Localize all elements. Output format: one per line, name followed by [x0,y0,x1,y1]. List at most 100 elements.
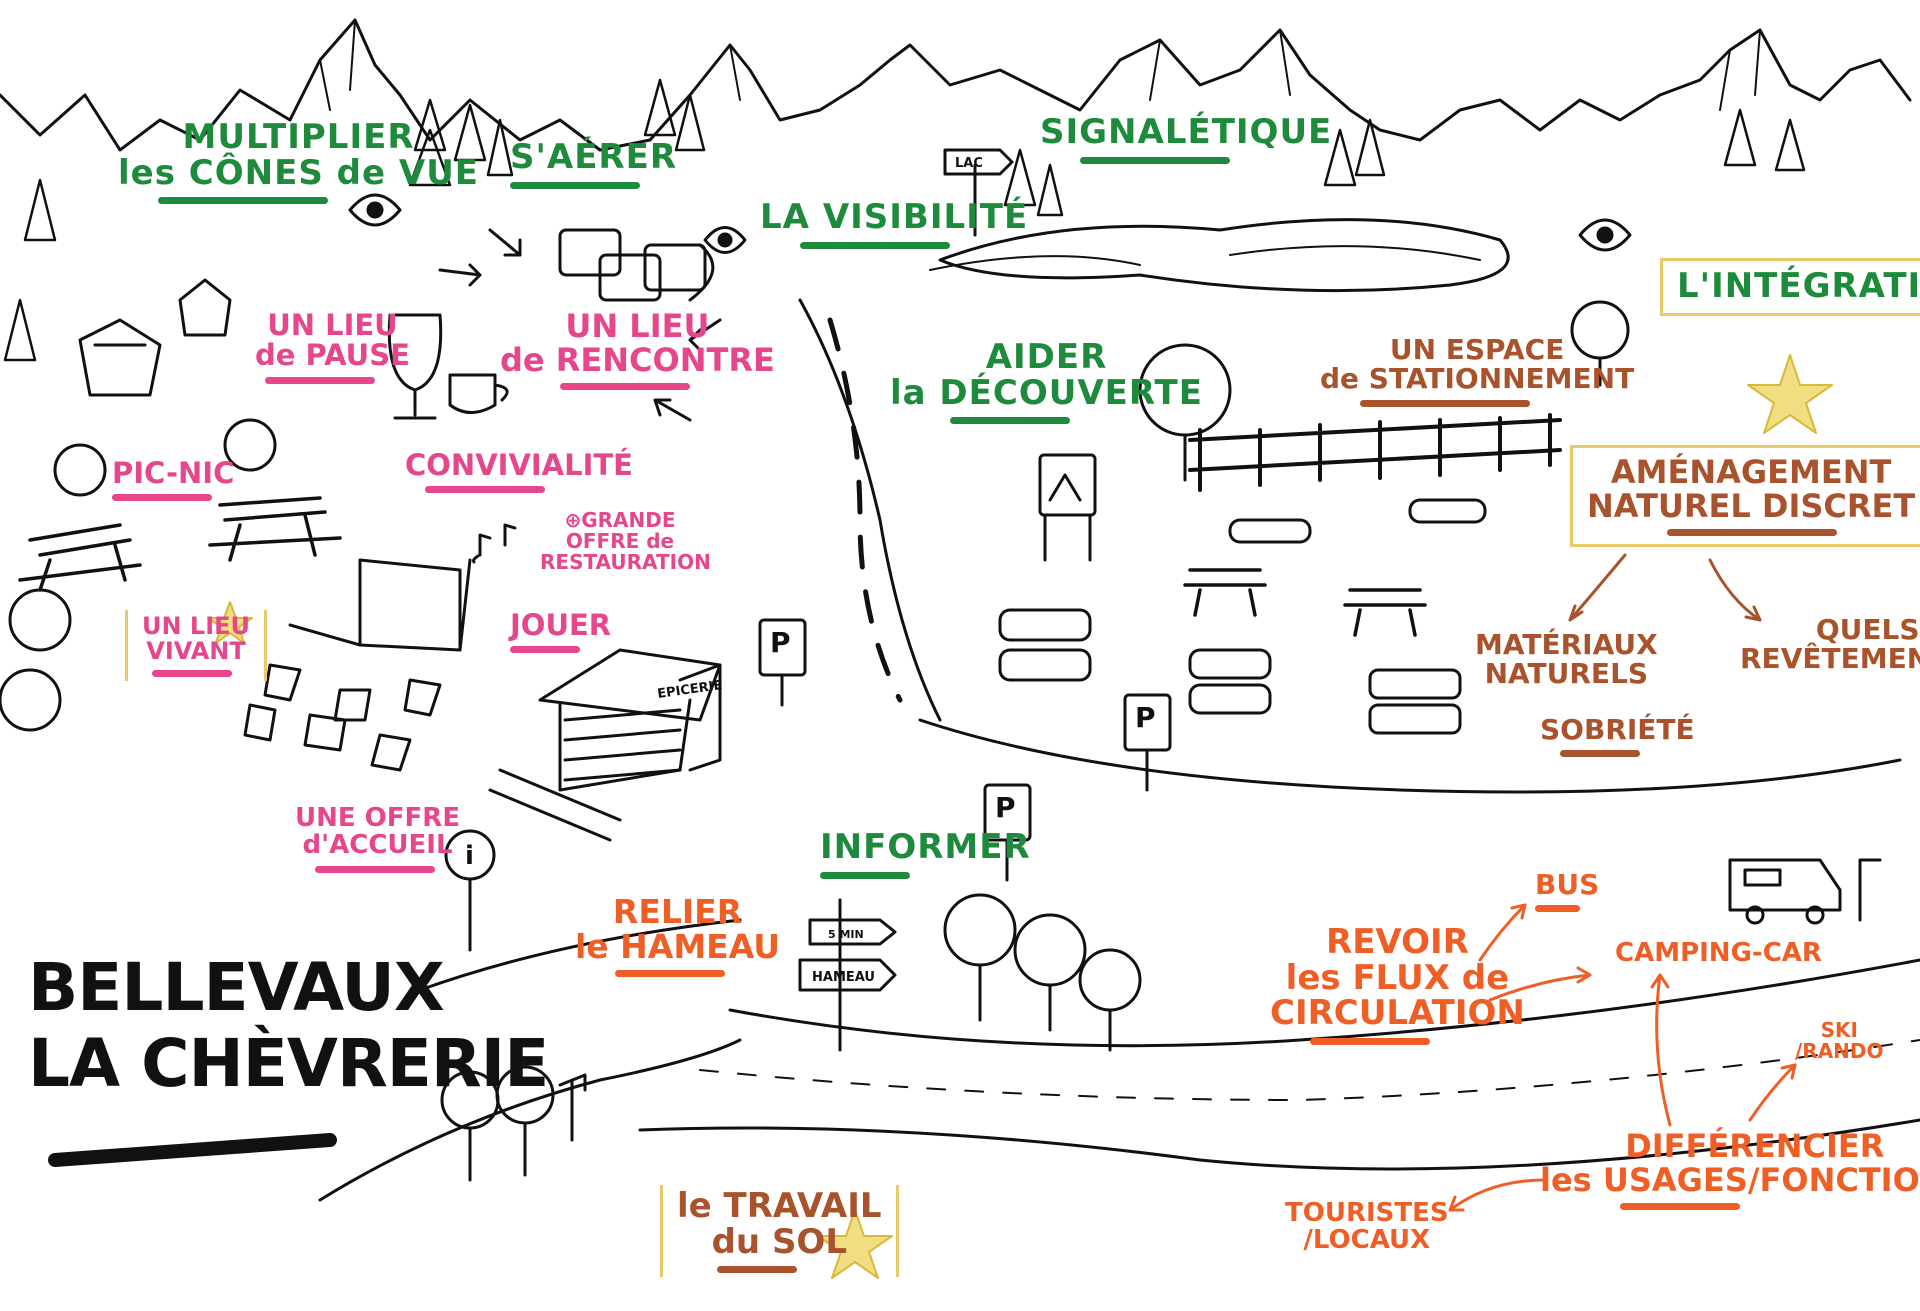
label-multiplier: MULTIPLIER [182,117,415,157]
info-sign [444,829,496,952]
label-differencier: DIFFÉRENCIER les USAGES/FONCTIONS [1540,1127,1920,1211]
title-underline [48,1133,337,1167]
label-ski-2: /RANDO [1795,1039,1884,1063]
star-icon [1747,354,1833,434]
label-bus: BUS [1535,868,1600,913]
label-materiaux: MATÉRIAUX NATURELS [1475,630,1658,689]
left-path [318,918,742,1202]
trail-post [558,1073,587,1142]
label-lieu-pause-1: UN LIEU [267,308,398,342]
label-revoir-2: les FLUX de [1285,957,1510,998]
label-jouer-text: JOUER [510,608,612,642]
pine-trees [3,78,1806,362]
label-grande-offre-text: ⊕GRANDE OFFRE de RESTAURATION [540,508,711,574]
orange-arrows [1448,903,1797,1212]
label-lieu-pause-2: de PAUSE [255,338,410,373]
label-ski-1: SKI [1820,1018,1858,1042]
label-stationnement: de STATIONNEMENT [1320,362,1635,396]
label-sobriete: SOBRIÉTÉ [1540,713,1695,758]
label-revetements-1: QUELS [1815,613,1920,646]
label-convivialite: CONVIVIALITÉ [405,448,633,494]
label-multiplier-cones: MULTIPLIER les CÔNES de VUE [118,117,480,205]
label-touristes-1: TOURISTES [1285,1198,1449,1228]
wooden-fence [1188,413,1562,492]
label-hameau: le HAMEAU [575,926,781,966]
label-informer: INFORMER [820,827,1031,879]
title-line-1: BELLEVAUX [28,949,445,1026]
label-bus-text: BUS [1535,868,1600,901]
label-visibilite-text: LA VISIBILITÉ [760,197,1029,237]
label-aider: AIDER [985,337,1108,377]
label-grande-offre: ⊕GRANDE OFFRE de RESTAURATION [540,508,711,574]
label-cones-vue: les CÔNES de VUE [118,152,480,193]
label-materiaux-1: MATÉRIAUX [1475,628,1658,661]
mountain-detail [319,19,1761,111]
label-lieu-rencontre-1: UN LIEU [565,307,710,345]
label-amenagement-1: AMÉNAGEMENT [1610,453,1892,491]
star-icon [207,601,253,644]
label-informer-text: INFORMER [820,827,1031,867]
discovery-info-panel [1038,453,1097,562]
label-integration-text: L'INTÉGRATION [1677,266,1920,306]
label-saerer: S'AÉRER [510,139,677,189]
mountain-ridge [0,18,1912,152]
label-lieu-pause: UN LIEU de PAUSE [255,310,410,384]
label-picnic: PIC-NIC [112,456,235,502]
label-touristes-2: /LOCAUX [1303,1225,1431,1256]
label-offre-accueil-1: UNE OFFRE [295,803,461,833]
picnic-tables [18,496,1427,637]
label-convivialite-text: CONVIVIALITÉ [405,448,633,482]
label-lieu-vivant-1: UN LIEU [142,612,251,640]
eye-icons [348,193,1632,254]
lake-shore [929,245,1481,271]
label-travail-1: le TRAVAIL [677,1186,882,1226]
label-visibilite: LA VISIBILITÉ [760,197,1029,249]
label-lieu-vivant-2: VIVANT [146,637,246,666]
label-amenagement-2: NATUREL DISCRET [1587,486,1916,525]
label-lieu-vivant: UN LIEU VIVANT [125,610,268,682]
star-icon [817,1209,893,1279]
deck-chairs [243,663,442,772]
label-revetements-2: REVÊTEMENTS ? [1740,642,1920,676]
label-revetements: QUELS REVÊTEMENTS ? [1740,615,1920,674]
chalet-building [78,278,232,397]
label-touristes-locaux: TOURISTES /LOCAUX [1285,1198,1449,1256]
meeting-arrows [438,228,722,422]
label-camping-car-text: CAMPING-CAR [1615,938,1822,968]
label-signaletique-text: SIGNALÉTIQUE [1040,112,1333,152]
wine-glass-and-coffee-cup [387,313,509,420]
label-jouer: JOUER [510,608,612,654]
label-lieu-rencontre-2: de RENCONTRE [500,340,775,379]
label-travail-2: du SOL [711,1221,847,1262]
lower-road-bottom [638,1118,1920,1171]
label-picnic-text: PIC-NIC [112,456,235,490]
road-to-parking [918,718,1902,794]
label-espace: UN ESPACE [1389,333,1565,366]
label-camping-car: CAMPING-CAR [1615,938,1822,968]
label-relier-hameau: RELIER le HAMEAU [575,892,781,978]
label-differencier-1: DIFFÉRENCIER [1625,1127,1885,1165]
lac-sign-board [943,148,1014,176]
lower-road-top [728,958,1920,1048]
label-revoir-flux: REVOIR les FLUX de CIRCULATION [1270,924,1525,1046]
title-line-2: LA CHÈVRERIE [28,1024,549,1102]
main-road-centerline [827,317,903,703]
log-benches [998,498,1487,735]
label-sobriete-text: SOBRIÉTÉ [1540,713,1695,746]
label-ski-rando: SKI /RANDO [1795,1020,1884,1062]
label-lieu-rencontre: UN LIEU de RENCONTRE [500,307,775,391]
epicerie-cabin [488,648,722,842]
music-notes [472,523,517,564]
label-aider-decouverte: AIDER la DÉCOUVERTE [890,337,1203,425]
label-decouverte: la DÉCOUVERTE [890,372,1203,413]
brown-arrows [1568,553,1762,622]
label-amenagement: AMÉNAGEMENT NATUREL DISCRET [1570,445,1920,548]
deciduous-trees [0,300,1630,1182]
label-relier: RELIER [612,892,743,931]
parking-signs [758,618,1172,882]
direction-signs [798,898,897,1052]
label-offre-accueil-2: d'ACCUEIL [302,830,453,861]
outdoor-screen [288,558,472,652]
camping-van [1728,858,1882,925]
